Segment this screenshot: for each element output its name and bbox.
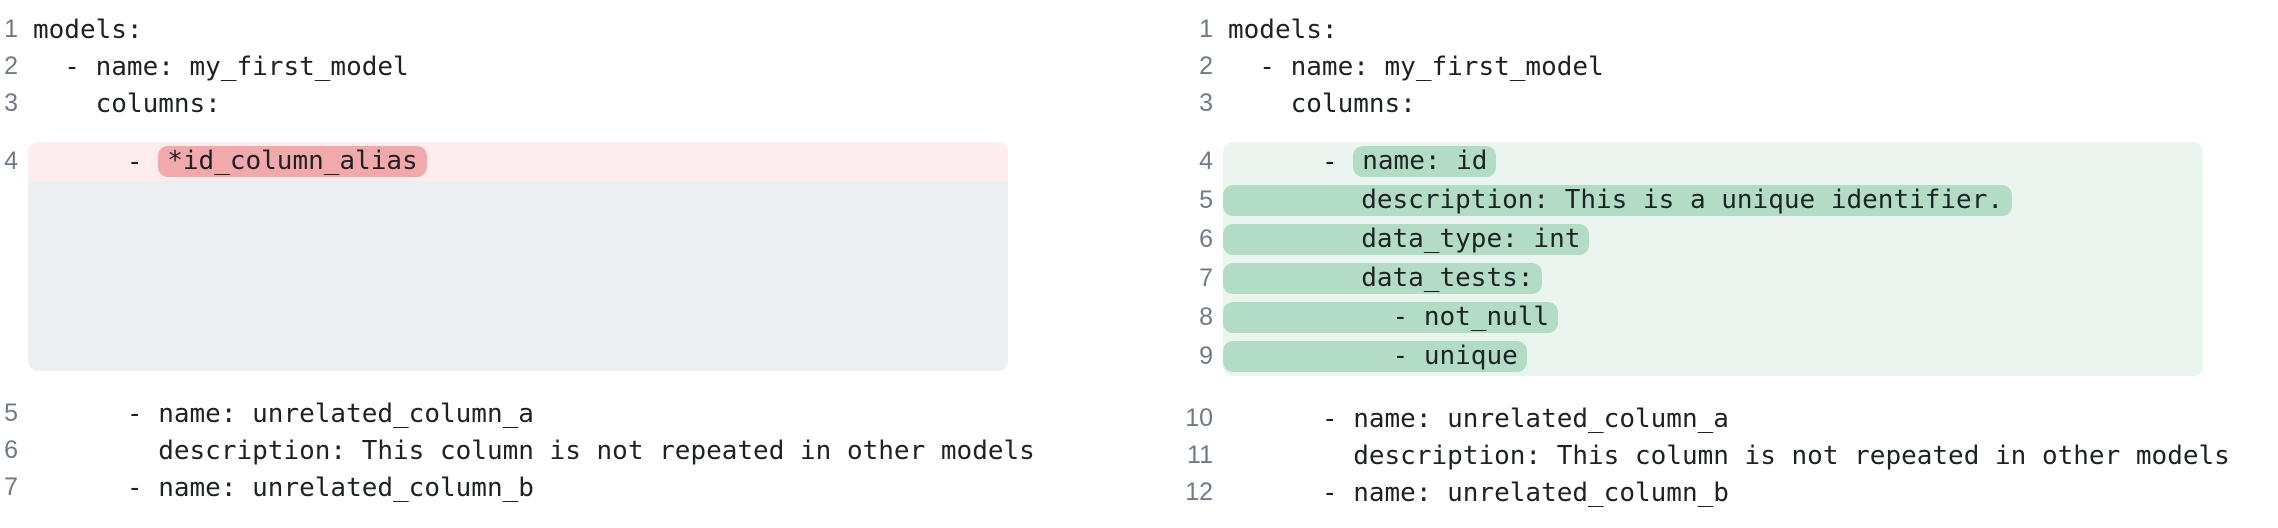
line-number: 4: [4, 147, 18, 175]
added-token-highlight: data_type: int: [1223, 224, 1590, 255]
line-number: 7: [4, 473, 18, 501]
line-number: 8: [1199, 303, 1213, 331]
added-line-highlight: data_tests:: [1223, 259, 2203, 298]
code-line: 7 - name: unrelated_column_b: [0, 469, 1139, 506]
code-text: models:: [33, 14, 143, 45]
line-number: 4: [1199, 147, 1213, 175]
code-line: 2 - name: my_first_model: [1139, 48, 2278, 85]
added-token-highlight: - not_null: [1223, 302, 1559, 333]
code-text: - name: unrelated_column_a: [1228, 403, 1729, 434]
yaml-diff-view: 1 models: 2 - name: my_first_model 3 col…: [0, 0, 2278, 511]
line-number: 2: [4, 52, 18, 80]
line-number: 2: [1199, 52, 1213, 80]
collapsed-region-row: [0, 181, 1139, 371]
code-line: 6 description: This column is not repeat…: [0, 432, 1139, 469]
code-text: description: This column is not repeated…: [1228, 440, 2230, 471]
line-number: 3: [1199, 89, 1213, 117]
code-text: - name: my_first_model: [1228, 51, 1604, 82]
added-code-line: 8 - not_null: [1139, 298, 2278, 337]
code-line: 3 columns:: [0, 85, 1139, 122]
line-number: 9: [1199, 342, 1213, 370]
line-number-empty: [0, 181, 18, 371]
code-text: columns:: [33, 88, 221, 119]
line-number: 7: [1199, 264, 1213, 292]
code-text: - name: my_first_model: [33, 51, 409, 82]
added-line-highlight: - unique: [1223, 337, 2203, 376]
code-line: 3 columns:: [1139, 85, 2278, 122]
code-line: 1 models:: [0, 11, 1139, 48]
line-number: 5: [4, 399, 18, 427]
added-line-highlight: - name: id: [1223, 142, 2203, 181]
code-text: - name: unrelated_column_a: [33, 398, 534, 429]
added-code-line: 6 data_type: int: [1139, 220, 2278, 259]
line-number: 6: [4, 436, 18, 464]
line-number: 11: [1187, 441, 1213, 469]
code-line: 5 - name: unrelated_column_a: [0, 395, 1139, 432]
removed-code-line: 4 - *id_column_alias: [0, 142, 1139, 181]
line-number: 1: [1199, 15, 1213, 43]
added-code-line: 4 - name: id: [1139, 142, 2278, 181]
added-change-block: 4 - name: id 5 description: This is a un…: [1139, 142, 2278, 376]
line-number: 10: [1185, 404, 1213, 432]
diff-pane-after: 1 models: 2 - name: my_first_model 3 col…: [1139, 0, 2278, 511]
code-line: 12 - name: unrelated_column_b: [1139, 474, 2278, 511]
code-line: 11 description: This column is not repea…: [1139, 437, 2278, 474]
code-line: 1 models:: [1139, 11, 2278, 48]
diff-pane-before: 1 models: 2 - name: my_first_model 3 col…: [0, 0, 1139, 511]
line-number: 6: [1199, 225, 1213, 253]
code-line: 2 - name: my_first_model: [0, 48, 1139, 85]
removed-line-highlight: - *id_column_alias: [28, 142, 1008, 181]
code-text: - name: unrelated_column_b: [1228, 477, 1729, 508]
code-text: columns:: [1228, 88, 1416, 119]
code-line: 10 - name: unrelated_column_a: [1139, 400, 2278, 437]
added-token-highlight: - unique: [1223, 341, 1527, 372]
code-text: description: This column is not repeated…: [33, 435, 1035, 466]
code-text: -: [1228, 146, 1354, 177]
added-line-highlight: description: This is a unique identifier…: [1223, 181, 2203, 220]
removed-change-block: 4 - *id_column_alias: [0, 142, 1139, 371]
removed-token-highlight: *id_column_alias: [158, 146, 427, 177]
added-token-highlight: description: This is a unique identifier…: [1223, 185, 2013, 216]
added-line-highlight: - not_null: [1223, 298, 2203, 337]
code-text: models:: [1228, 14, 1338, 45]
line-number: 1: [4, 15, 18, 43]
line-number: 12: [1185, 478, 1213, 506]
added-code-line: 5 description: This is a unique identifi…: [1139, 181, 2278, 220]
code-text: -: [33, 146, 159, 177]
code-text: - name: unrelated_column_b: [33, 472, 534, 503]
added-code-line: 7 data_tests:: [1139, 259, 2278, 298]
added-line-highlight: data_type: int: [1223, 220, 2203, 259]
line-number: 5: [1199, 186, 1213, 214]
collapsed-region-spacer: [28, 181, 1008, 371]
added-token-highlight: data_tests:: [1223, 263, 1543, 294]
added-token-highlight: name: id: [1353, 146, 1497, 177]
added-code-line: 9 - unique: [1139, 337, 2278, 376]
line-number: 3: [4, 89, 18, 117]
